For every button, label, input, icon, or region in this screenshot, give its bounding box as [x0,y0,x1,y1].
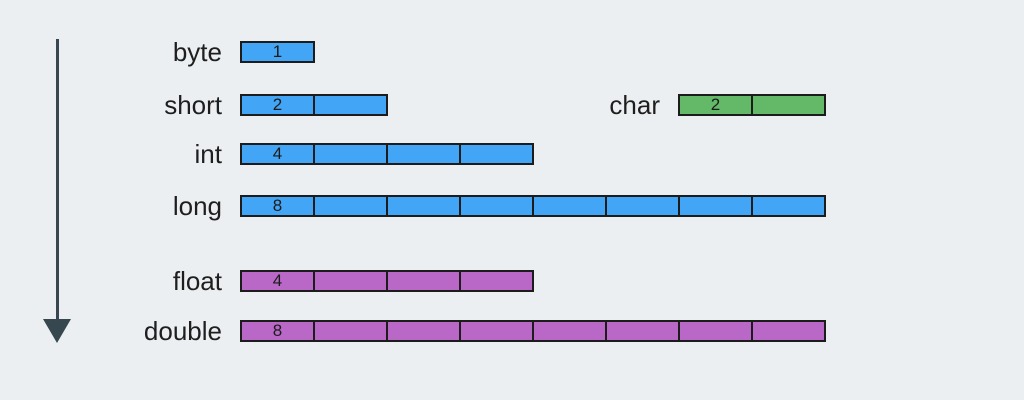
byte-cell [753,96,824,114]
size-bar-byte: 1 [240,41,315,63]
type-row-long: long 8 [82,191,826,221]
byte-cell [388,322,461,340]
size-bar-float: 4 [240,270,534,292]
type-label-float: float [172,266,222,296]
size-number: 8 [272,196,283,215]
byte-cell [315,272,388,290]
type-row-float: float 4 [82,266,534,296]
byte-cell [388,145,461,163]
byte-cell: 8 [242,197,315,215]
byte-cell [461,145,532,163]
type-row-char: char 2 [520,90,826,120]
byte-cell [461,197,534,215]
byte-cell [388,197,461,215]
byte-cell: 2 [242,96,315,114]
byte-cell: 4 [242,145,315,163]
byte-cell [461,272,532,290]
type-label-char: char [609,90,660,120]
byte-cell [534,322,607,340]
size-bar-short: 2 [240,94,388,116]
size-number: 4 [272,144,283,163]
byte-cell [315,197,388,215]
size-number: 4 [272,271,283,290]
type-row-double: double 8 [82,316,826,346]
type-row-int: int 4 [82,139,534,169]
size-number: 2 [710,95,721,114]
byte-cell [461,322,534,340]
type-label-short: short [164,90,222,120]
byte-cell [607,322,680,340]
type-label-byte: byte [172,37,222,67]
byte-cell: 4 [242,272,315,290]
size-bar-long: 8 [240,195,826,217]
down-arrow-head [43,319,71,343]
size-number: 8 [272,321,283,340]
size-bar-char: 2 [678,94,826,116]
type-label-int: int [194,139,222,169]
byte-cell: 1 [242,43,313,61]
byte-cell [753,197,824,215]
size-number: 1 [272,42,283,61]
down-arrow-line [56,39,59,322]
size-bar-int: 4 [240,143,534,165]
byte-cell: 2 [680,96,753,114]
type-row-short: short 2 [82,90,388,120]
type-label-long: long [172,191,222,221]
byte-cell [315,145,388,163]
byte-cell [315,322,388,340]
byte-cell [680,322,753,340]
byte-cell: 8 [242,322,315,340]
byte-cell [534,197,607,215]
byte-cell [680,197,753,215]
byte-cell [607,197,680,215]
size-bar-double: 8 [240,320,826,342]
byte-cell [315,96,386,114]
type-label-double: double [143,316,222,346]
size-number: 2 [272,95,283,114]
byte-cell [753,322,824,340]
type-row-byte: byte 1 [82,37,315,67]
byte-cell [388,272,461,290]
